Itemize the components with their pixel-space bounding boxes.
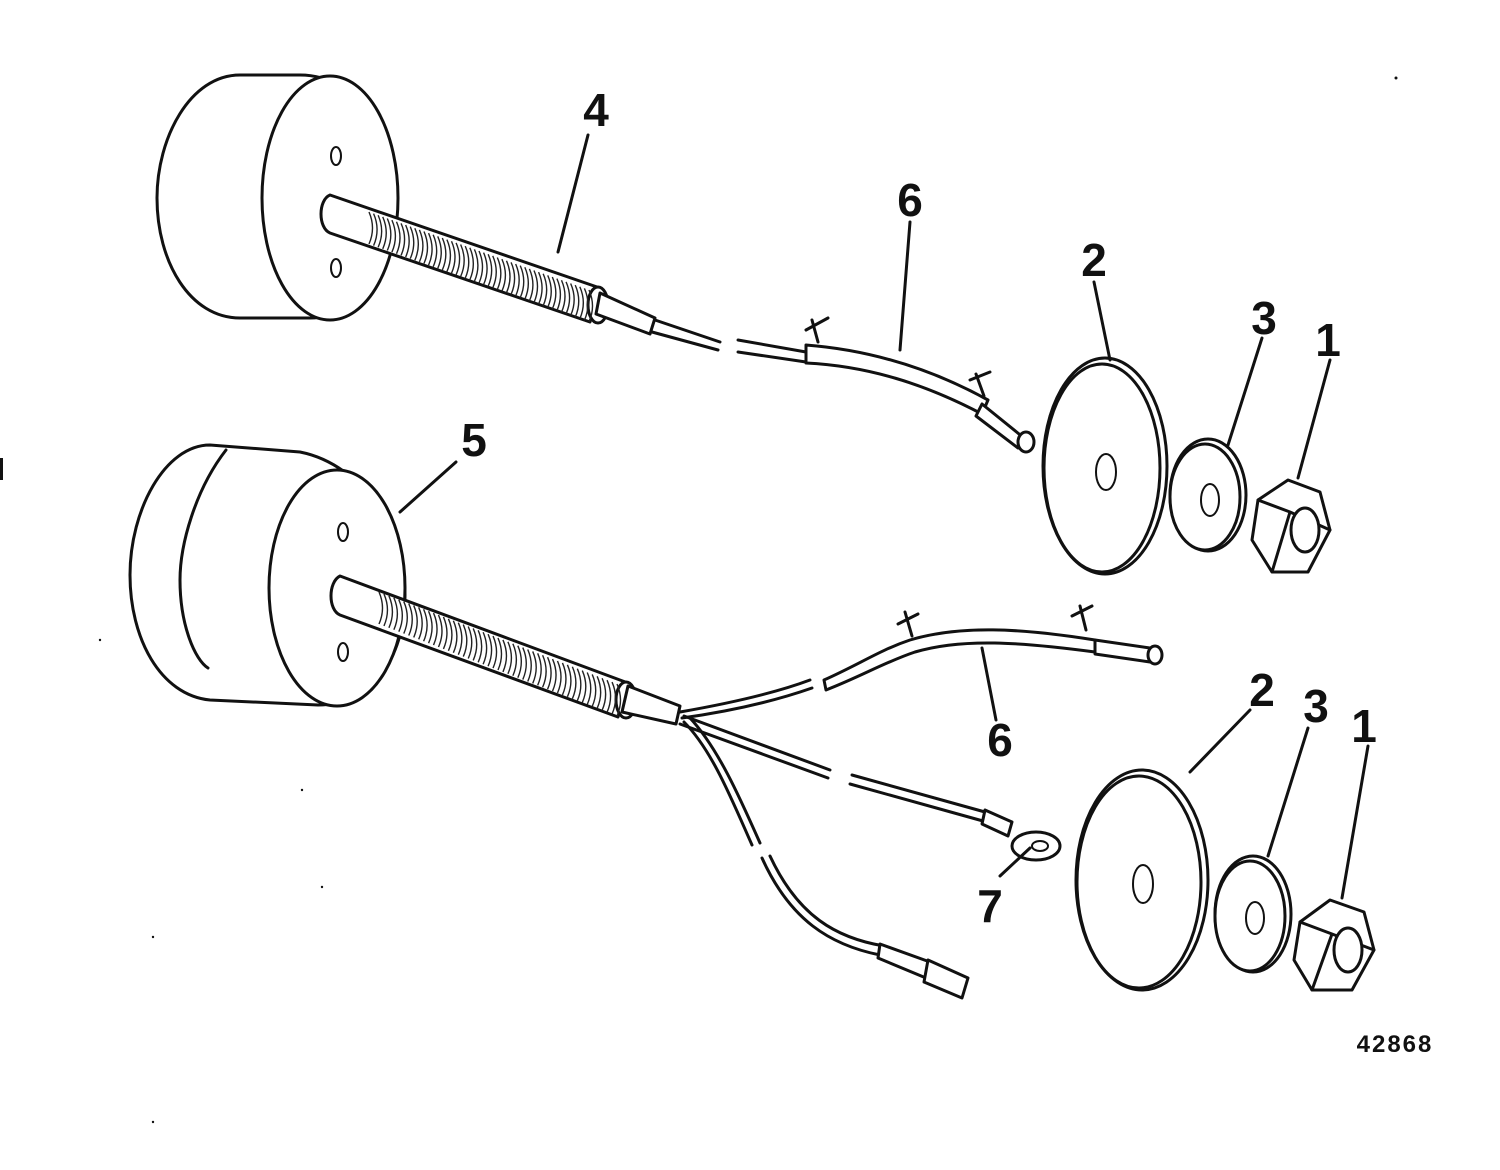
threaded-stud-upper [319, 193, 808, 364]
sender-cup-upper [155, 73, 400, 322]
callout-7: 7 [977, 880, 1003, 932]
callout-1-lower: 1 [1351, 700, 1377, 752]
callout-1-upper: 1 [1315, 314, 1341, 366]
callout-3-lower: 3 [1303, 680, 1329, 732]
callout-6-upper: 6 [897, 174, 923, 226]
washer-large-upper [1041, 356, 1169, 576]
leader-6-lower [980, 646, 998, 722]
hex-nut-lower [1292, 898, 1376, 992]
leader-2-upper [1092, 280, 1112, 362]
leader-4 [556, 133, 590, 254]
washer-small-upper [1168, 437, 1248, 553]
leader-2-lower [1188, 708, 1252, 774]
callout-6-lower: 6 [987, 714, 1013, 766]
leader-7 [998, 846, 1032, 878]
washer-small-lower [1213, 854, 1293, 974]
callout-4: 4 [583, 84, 609, 136]
callout-3-upper: 3 [1251, 292, 1277, 344]
leader-6-upper [898, 220, 912, 352]
sender-assembly-lower [128, 443, 1376, 1000]
hex-nut-upper [1250, 478, 1332, 574]
leader-1-upper [1296, 358, 1332, 480]
sender-assembly-upper [155, 73, 1332, 576]
figure-number: 42868 [1357, 1031, 1434, 1058]
wire-lower-6 [678, 604, 1164, 720]
scan-specks [0, 76, 1398, 1124]
callout-2-lower: 2 [1249, 664, 1275, 716]
sender-cup-lower [128, 443, 407, 708]
threaded-stud-lower [329, 574, 682, 726]
leader-3-lower [1266, 726, 1310, 858]
washer-large-lower [1074, 768, 1210, 992]
callout-5: 5 [461, 414, 487, 466]
leader-5 [398, 460, 458, 514]
wire-upper [804, 316, 1036, 454]
leader-lines [398, 133, 1370, 900]
leader-3-upper [1226, 336, 1264, 447]
callout-labels: 4 6 2 3 1 5 6 7 2 3 1 [461, 84, 1377, 932]
wire-lower-spade [682, 716, 970, 1000]
leader-1-lower [1340, 744, 1370, 900]
callout-2-upper: 2 [1081, 234, 1107, 286]
